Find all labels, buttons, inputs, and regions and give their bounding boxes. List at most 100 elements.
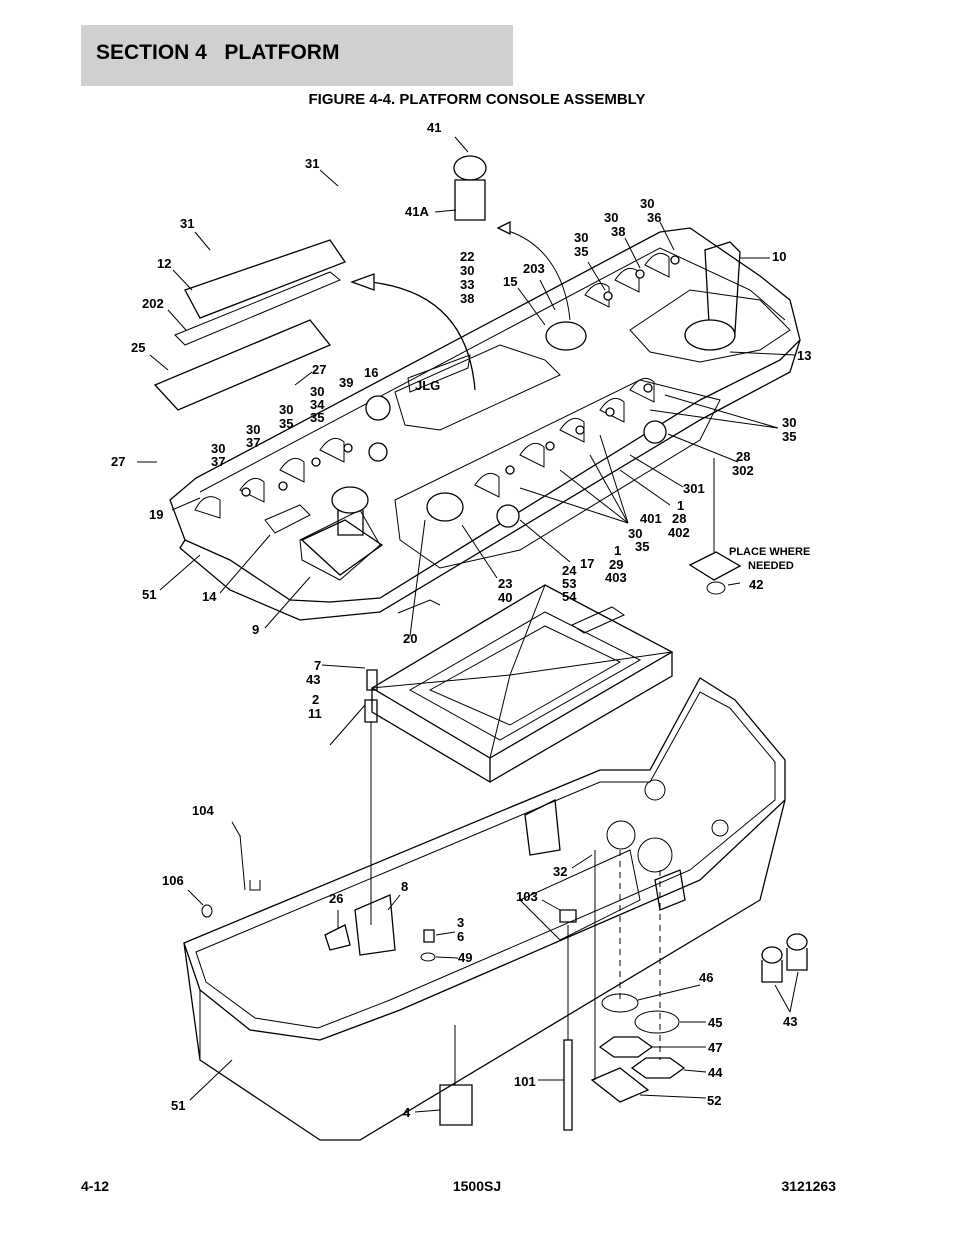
jlg-logo: JLG <box>415 378 440 393</box>
callout-35-top: 35 <box>574 244 588 259</box>
callout-30-col401: 30 <box>628 526 642 541</box>
callout-203: 203 <box>523 261 545 276</box>
callout-49: 49 <box>458 950 472 965</box>
callout-54: 54 <box>562 589 577 604</box>
rod-101 <box>563 1039 573 1131</box>
callout-37-b: 37 <box>211 454 225 469</box>
callout-17: 17 <box>580 556 594 571</box>
toggle-switch-row-lower <box>474 377 655 498</box>
button-15 <box>545 321 587 351</box>
callout-33: 33 <box>460 277 474 292</box>
callout-14: 14 <box>202 589 217 604</box>
note-needed: NEEDED <box>748 560 794 572</box>
callout-7: 7 <box>314 658 321 673</box>
bracket-42 <box>688 551 742 581</box>
callout-35-mid: 35 <box>279 416 293 431</box>
clip-26 <box>324 924 351 951</box>
callout-42: 42 <box>749 577 763 592</box>
arrow-curve-left <box>369 281 476 391</box>
bracket-upper <box>524 798 561 856</box>
note-place-where: PLACE WHERE <box>729 546 810 558</box>
callout-401: 401 <box>640 511 662 526</box>
callout-43-upper: 43 <box>306 672 320 687</box>
callout-35-col34: 35 <box>310 410 324 425</box>
section-header-bar: SECTION 4 PLATFORM <box>81 25 513 86</box>
callout-34: 34 <box>310 397 325 412</box>
callout-44: 44 <box>708 1065 723 1080</box>
callout-104: 104 <box>192 803 214 818</box>
callout-30-col35: 30 <box>574 230 588 245</box>
bolt-7 <box>366 669 378 691</box>
callout-22: 22 <box>460 249 474 264</box>
callout-45: 45 <box>708 1015 722 1030</box>
footer-model: 1500SJ <box>452 1178 502 1194</box>
callout-202: 202 <box>142 296 164 311</box>
terminal-strip-25 <box>153 239 346 411</box>
footer-doc-number: 3121263 <box>781 1178 836 1194</box>
mounting-frame <box>370 584 674 784</box>
ballast-4 <box>439 1084 473 1126</box>
callout-28-mid: 28 <box>672 511 686 526</box>
washer-106 <box>201 904 213 918</box>
callout-41: 41 <box>427 120 441 135</box>
callout-30-right: 30 <box>782 415 796 430</box>
callout-38-col22: 38 <box>460 291 474 306</box>
callout-27-top: 27 <box>312 362 326 377</box>
callout-31-top: 31 <box>305 156 319 171</box>
callout-37-a: 37 <box>246 435 260 450</box>
fittings-43 <box>761 933 808 983</box>
nut-47 <box>598 1036 654 1058</box>
callout-39: 39 <box>339 375 353 390</box>
callout-29: 29 <box>609 557 623 572</box>
callout-30-col35b: 30 <box>279 402 293 417</box>
console-cover <box>169 227 801 621</box>
toggle-switch-row-upper <box>194 252 680 519</box>
callout-30-col37b: 30 <box>211 441 225 456</box>
callout-3: 3 <box>457 915 464 930</box>
joystick-10 <box>684 241 741 351</box>
figure-title: FIGURE 4-4. PLATFORM CONSOLE ASSEMBLY <box>308 91 646 108</box>
callout-32: 32 <box>553 864 567 879</box>
callout-11: 11 <box>308 706 322 721</box>
callout-36: 36 <box>647 210 661 225</box>
button-39 <box>368 442 388 462</box>
ring-46 <box>601 993 639 1013</box>
callout-402: 402 <box>668 525 690 540</box>
callout-2: 2 <box>312 692 319 707</box>
nut-44 <box>630 1057 686 1079</box>
ring-45 <box>634 1010 680 1034</box>
callout-35-col401: 35 <box>635 539 649 554</box>
callout-6: 6 <box>457 929 464 944</box>
callout-30-col38: 30 <box>604 210 618 225</box>
callout-19: 19 <box>149 507 163 522</box>
callout-labels: 41 41A 31 31 12 202 25 27 27 22 30 33 38… <box>111 120 811 1120</box>
console-housing-51 <box>183 677 786 1141</box>
callout-25: 25 <box>131 340 145 355</box>
section-title: SECTION 4 PLATFORM <box>96 41 340 64</box>
button-16 <box>365 395 391 421</box>
callout-1-upper: 1 <box>677 498 684 513</box>
callout-47: 47 <box>708 1040 722 1055</box>
callout-31-left: 31 <box>180 216 194 231</box>
callout-1-lower: 1 <box>614 543 621 558</box>
callout-9: 9 <box>252 622 259 637</box>
arrow-head-left <box>350 273 375 291</box>
callout-41a: 41A <box>405 204 429 219</box>
callout-51-bottom: 51 <box>171 1098 185 1113</box>
callout-8: 8 <box>401 879 408 894</box>
callout-52: 52 <box>707 1093 721 1108</box>
callout-30-col22: 30 <box>460 263 474 278</box>
bracket-8 <box>354 894 396 956</box>
callout-20: 20 <box>403 631 417 646</box>
plate-52 <box>590 1067 650 1103</box>
callout-27-left: 27 <box>111 454 125 469</box>
callout-46: 46 <box>699 970 713 985</box>
callout-4: 4 <box>403 1105 411 1120</box>
callout-38-top: 38 <box>611 224 625 239</box>
callout-16: 16 <box>364 365 378 380</box>
leader-lines <box>137 136 799 1113</box>
spacer-2 <box>364 699 378 723</box>
button-17 <box>496 504 520 528</box>
pin-104 <box>239 834 246 891</box>
